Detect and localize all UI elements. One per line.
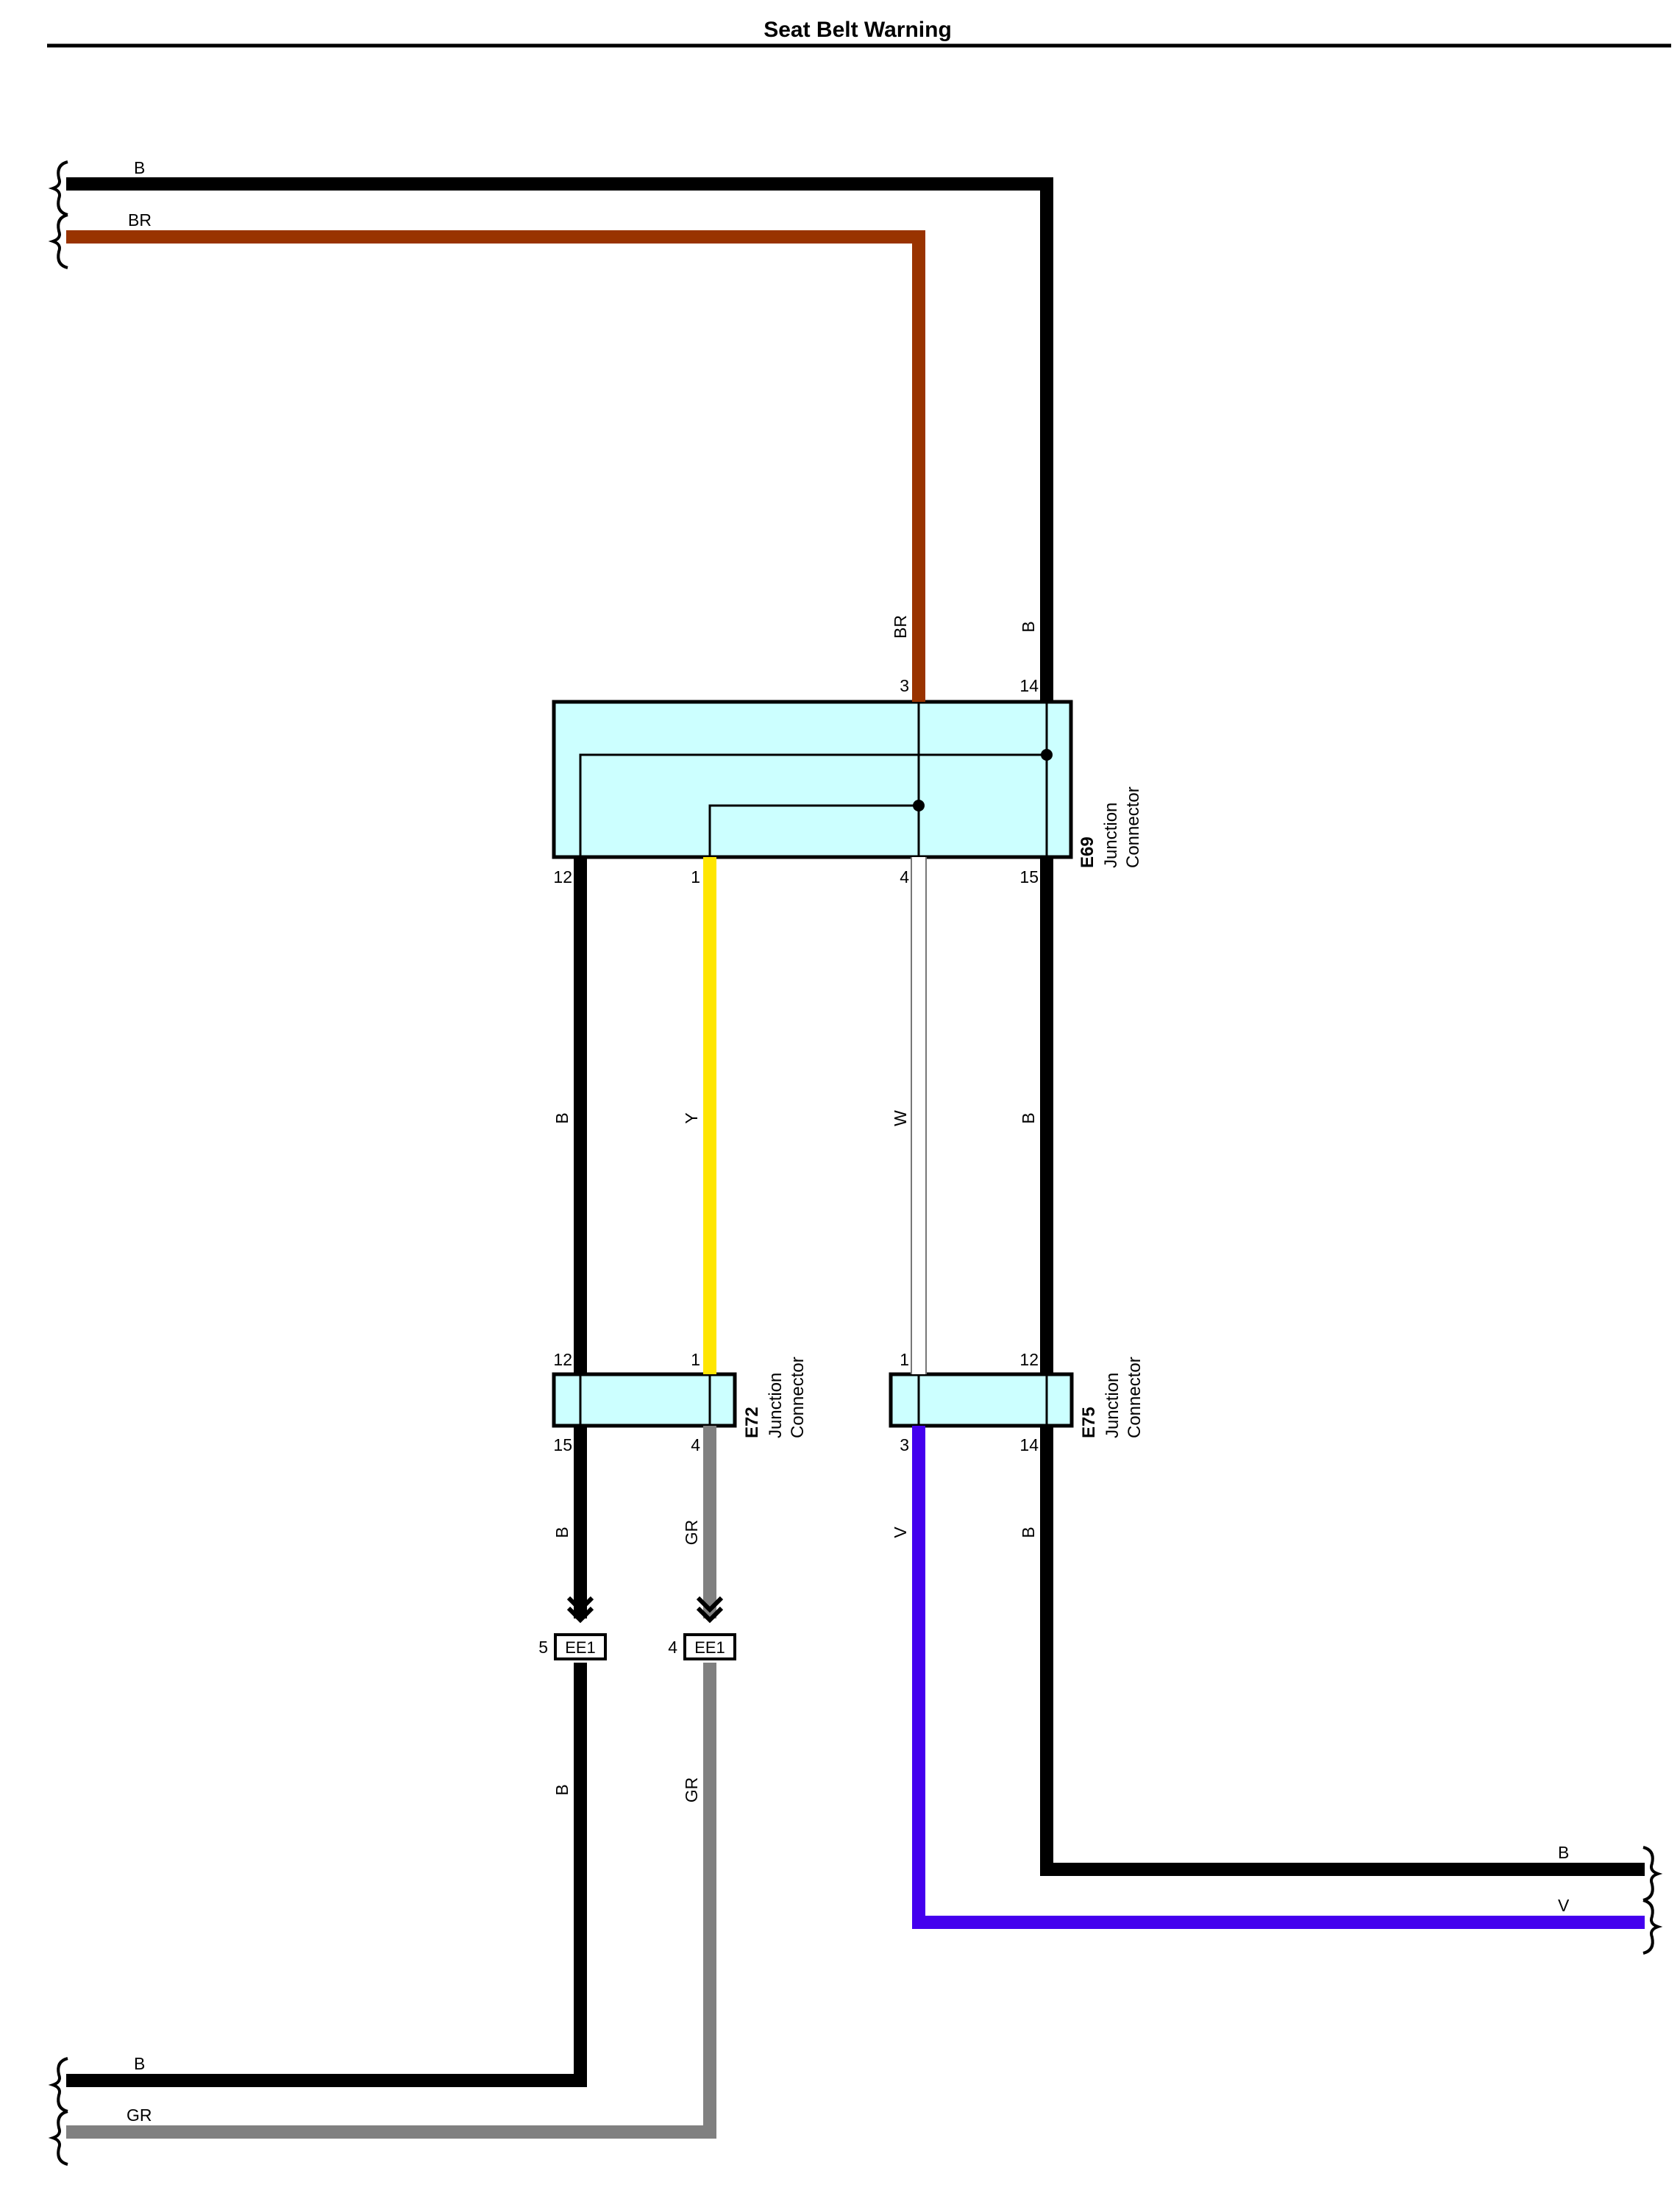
wire-bottom-b	[66, 1663, 587, 2087]
wire-label-e72-out-b: B	[552, 1527, 572, 1538]
wire-label-right-v: V	[1558, 1896, 1570, 1915]
wire-label-mid-w: W	[891, 1110, 910, 1126]
e72-connector-id: E72	[742, 1407, 762, 1438]
e72-internal-circuit	[579, 1374, 711, 1426]
wire-label-top-br: BR	[128, 210, 152, 230]
ee1-right-connector	[683, 1596, 736, 1660]
e75-pin-3: 3	[900, 1435, 909, 1454]
ee1-right-pin: 4	[668, 1638, 677, 1657]
e75-internal-circuit	[917, 1374, 1048, 1426]
wire-label-e75-out-v: V	[891, 1527, 910, 1538]
wire-right-v	[912, 1426, 1645, 1929]
wire-label-bottom-gr: GR	[127, 2106, 152, 2125]
wire-label-low-b: B	[552, 1784, 572, 1795]
e72-pin-12: 12	[553, 1350, 572, 1369]
wire-end-braces-left-top	[48, 160, 68, 269]
e69-pin-4: 4	[900, 867, 909, 886]
e69-pin-14: 14	[1019, 676, 1039, 695]
wire-end-braces-left-bottom	[48, 2057, 68, 2166]
e69-pin-3: 3	[900, 676, 909, 695]
wire-label-bottom-b: B	[134, 2054, 145, 2073]
ee1-right-label: EE1	[694, 1638, 725, 1657]
e75-pin-1: 1	[900, 1350, 909, 1369]
e75-connector-id: E75	[1079, 1407, 1099, 1438]
e69-pin-15: 15	[1019, 867, 1039, 886]
wire-top-br	[66, 230, 925, 702]
e72-connector-box	[552, 1372, 737, 1428]
wire-top-b	[66, 177, 1053, 702]
e69-pin-1: 1	[691, 867, 700, 886]
e75-pin-12: 12	[1019, 1350, 1039, 1369]
wire-label-right-b: B	[1558, 1843, 1569, 1862]
e69-connector-box	[552, 700, 1073, 859]
wire-label-mid-b-right: B	[1019, 1112, 1038, 1123]
wire-label-mid-y: Y	[682, 1112, 701, 1123]
e69-pin-12: 12	[553, 867, 572, 886]
wire-label-e75-out-b: B	[1019, 1527, 1038, 1538]
wire-bottom-gr	[66, 1663, 716, 2139]
wire-end-braces-right	[1642, 1846, 1663, 1955]
e75-pin-14: 14	[1019, 1435, 1039, 1454]
e72-connector-desc-2: Connector	[788, 1357, 808, 1438]
page-title: Seat Belt Warning	[764, 18, 952, 42]
wire-label-mid-b-left: B	[552, 1112, 572, 1123]
e69-internal-circuit	[579, 702, 1048, 857]
e75-connector-box	[889, 1372, 1074, 1428]
e69-connector-id: E69	[1078, 836, 1097, 868]
ee1-left-label: EE1	[565, 1638, 596, 1657]
wire-label-e72-out-gr: GR	[682, 1520, 701, 1546]
wire-right-b	[1040, 1426, 1645, 1876]
e75-connector-desc-1: Junction	[1103, 1373, 1122, 1438]
wire-label-top-b: B	[134, 158, 145, 177]
e69-junction-dot-b	[1041, 749, 1053, 761]
e75-connector-desc-2: Connector	[1125, 1357, 1145, 1438]
e69-junction-dot-br	[913, 800, 925, 811]
ee1-left-connector	[554, 1596, 607, 1660]
e72-pin-4: 4	[691, 1435, 700, 1454]
wire-label-low-gr: GR	[682, 1777, 701, 1803]
wire-label-e69-in-b: B	[1019, 621, 1038, 632]
wire-label-e69-in-br: BR	[891, 615, 910, 639]
e72-connector-desc-1: Junction	[766, 1373, 786, 1438]
ee1-left-pin: 5	[538, 1638, 548, 1657]
e72-pin-15: 15	[553, 1435, 572, 1454]
e69-connector-desc-1: Junction	[1101, 803, 1121, 868]
e69-connector-desc-2: Connector	[1123, 786, 1143, 868]
e72-pin-1: 1	[691, 1350, 700, 1369]
